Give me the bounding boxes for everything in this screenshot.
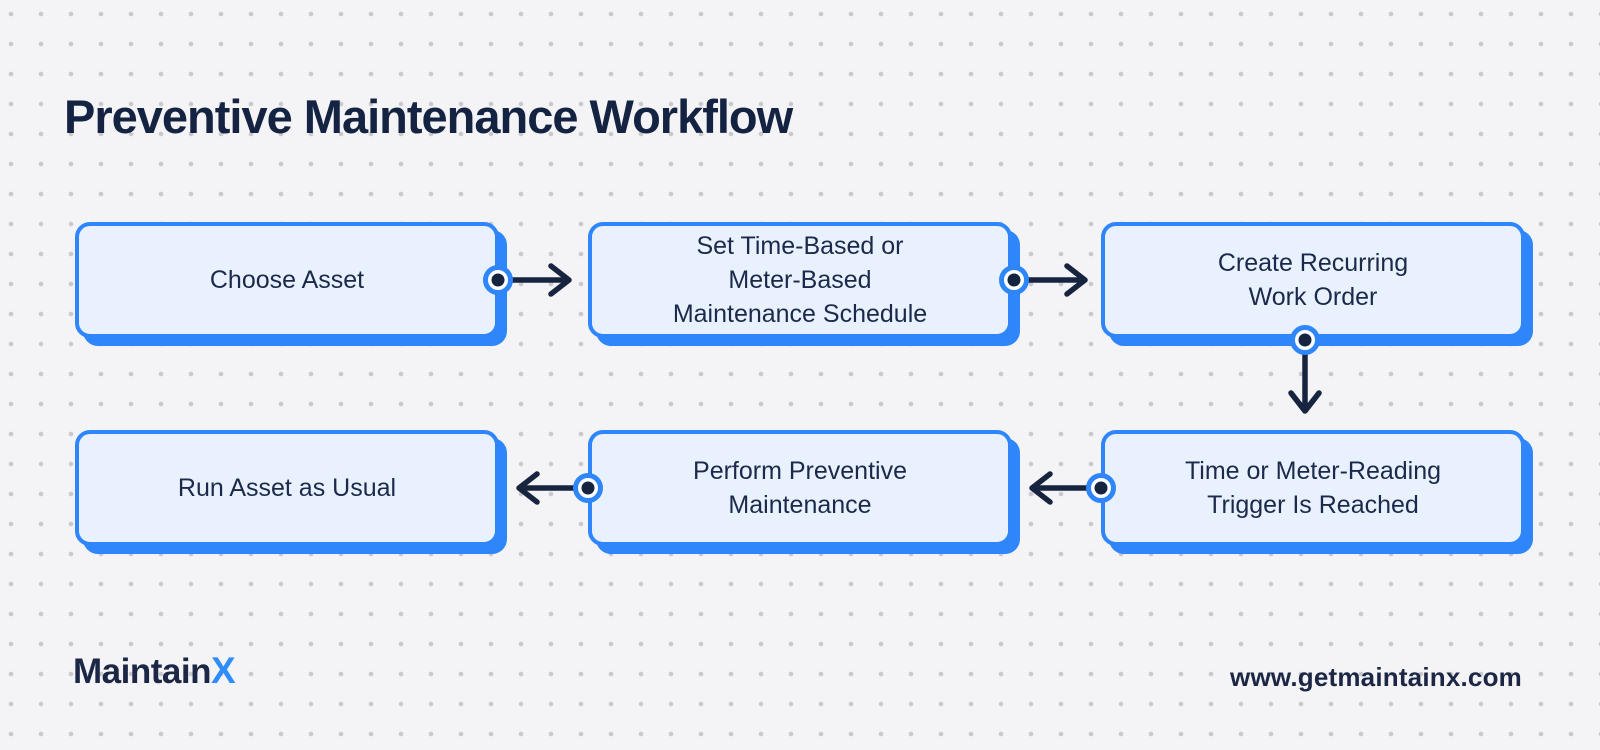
flow-node-label: Perform Preventive Maintenance: [693, 457, 907, 519]
flow-node-perform-preventive-maintenance: Perform Preventive Maintenance: [588, 430, 1012, 546]
flow-node-trigger-reached: Time or Meter-Reading Trigger Is Reached: [1101, 430, 1525, 546]
flow-node-choose-asset: Choose Asset: [75, 222, 499, 338]
flow-node-label: Time or Meter-Reading Trigger Is Reached: [1184, 457, 1442, 519]
flow-node-set-schedule: Set Time-Based or Meter-Based Maintenanc…: [588, 222, 1012, 338]
flow-node-label: Set Time-Based or Meter-Based Maintenanc…: [672, 232, 928, 328]
connector-dot: [573, 473, 603, 503]
maintainx-logo: MaintainX: [73, 650, 236, 692]
flow-node-label: Create Recurring Work Order: [1217, 249, 1409, 311]
connector-dot: [483, 265, 513, 295]
flow-node-label: Choose Asset: [209, 266, 365, 294]
flow-node-label: Run Asset as Usual: [177, 474, 397, 502]
logo-brand-text: Maintain: [73, 652, 211, 691]
page-title: Preventive Maintenance Workflow: [64, 90, 793, 144]
website-url: www.getmaintainx.com: [1230, 662, 1522, 692]
flow-node-create-recurring-work-order: Create Recurring Work Order: [1101, 222, 1525, 338]
flow-node-run-asset-as-usual: Run Asset as Usual: [75, 430, 499, 546]
connector-dot: [999, 265, 1029, 295]
connector-dot: [1086, 473, 1116, 503]
logo-x-glyph: X: [210, 650, 236, 691]
connector-dot: [1290, 325, 1320, 355]
